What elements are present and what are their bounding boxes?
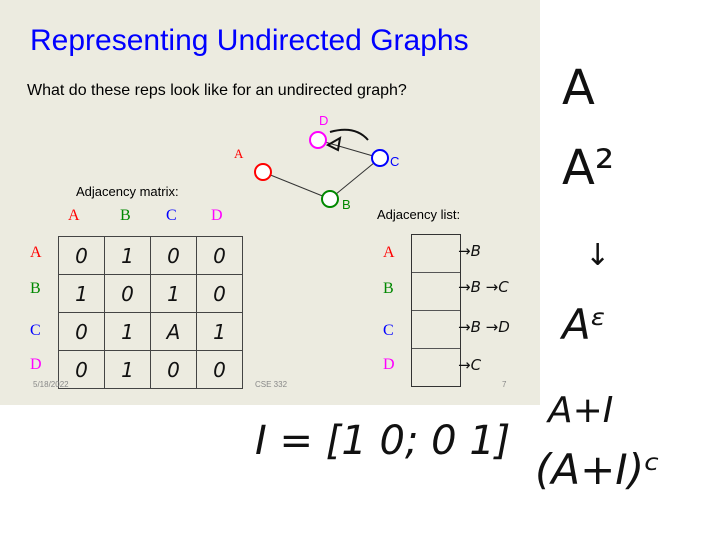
edge-a-b — [262, 171, 331, 200]
list-annotation: →B — [458, 242, 481, 260]
row-header-b: B — [30, 280, 41, 297]
handwritten-note: A² — [562, 140, 615, 196]
node-a — [254, 163, 272, 181]
matrix-cell: A — [150, 312, 197, 351]
edge-b-c — [329, 157, 381, 200]
matrix-cell: 1 — [104, 236, 151, 275]
list-row-d: D — [383, 356, 395, 373]
page-number: 7 — [502, 380, 507, 389]
matrix-cell: 1 — [104, 312, 151, 351]
handwritten-note: A — [562, 60, 595, 116]
handwritten-note: Aᵋ — [562, 300, 606, 349]
node-label-d: D — [319, 113, 329, 128]
matrix-cell: 0 — [58, 312, 105, 351]
footer-course: CSE 332 — [255, 380, 288, 389]
list-row-c: C — [383, 322, 394, 339]
slide-title: Representing Undirected Graphs — [30, 24, 469, 57]
handwritten-note: A+I — [548, 390, 614, 431]
matrix-cell: 1 — [104, 350, 151, 389]
footer-date: 5/18/2022 — [33, 380, 69, 389]
adjacency-list — [411, 234, 461, 387]
handwritten-note: (A+I)ᶜ — [535, 445, 660, 494]
edge-c-d — [317, 139, 381, 159]
handwritten-identity: I = [1 0; 0 1] — [255, 418, 511, 464]
col-header-a: A — [68, 207, 80, 224]
node-d — [309, 131, 327, 149]
matrix-label: Adjacency matrix: — [76, 184, 179, 199]
matrix-cell: 0 — [58, 350, 105, 389]
list-annotation: →C — [458, 356, 482, 374]
graph-diagram — [254, 128, 389, 208]
row-header-c: C — [30, 322, 41, 339]
list-row-a: A — [383, 244, 395, 261]
matrix-cell: 1 — [58, 274, 105, 313]
handwritten-note: ↓ — [585, 238, 611, 273]
row-header-a: A — [30, 244, 42, 261]
matrix-cell: 0 — [150, 236, 197, 275]
matrix-cell: 1 — [196, 312, 243, 351]
matrix-cell: 0 — [150, 350, 197, 389]
col-header-d: D — [211, 207, 223, 224]
col-header-b: B — [120, 207, 131, 224]
node-b — [321, 190, 339, 208]
slide-question: What do these reps look like for an undi… — [27, 82, 407, 99]
handwritten-arrow — [325, 128, 369, 152]
node-label-c: C — [390, 154, 400, 169]
row-header-d: D — [30, 356, 42, 373]
node-c — [371, 149, 389, 167]
list-annotation: →B →D — [458, 318, 510, 336]
matrix-cell: 0 — [196, 350, 243, 389]
list-label: Adjacency list: — [377, 207, 461, 222]
matrix-cell: 0 — [58, 236, 105, 275]
matrix-cell: 1 — [150, 274, 197, 313]
slide: Representing Undirected Graphs What do t… — [0, 0, 540, 405]
node-label-b: B — [342, 197, 351, 212]
node-label-a: A — [234, 146, 244, 161]
list-row-b: B — [383, 280, 394, 297]
matrix-cell: 0 — [196, 274, 243, 313]
matrix-cell: 0 — [196, 236, 243, 275]
matrix-cell: 0 — [104, 274, 151, 313]
list-annotation: →B →C — [458, 278, 509, 296]
col-header-c: C — [166, 207, 177, 224]
